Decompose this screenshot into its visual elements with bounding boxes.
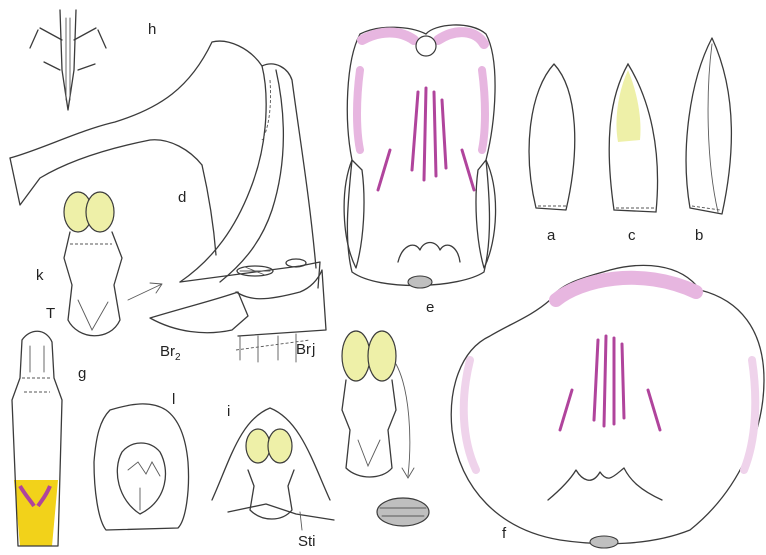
figure-l-column-detail xyxy=(94,404,189,530)
label-d: d xyxy=(178,190,186,205)
label-k: k xyxy=(36,268,44,283)
label-b: b xyxy=(695,228,703,243)
figure-f-lip-flattened xyxy=(451,265,764,548)
label-g: g xyxy=(78,366,86,381)
label-l: l xyxy=(172,392,175,407)
label-br2: Br2 xyxy=(160,344,181,363)
label-T: T xyxy=(46,306,55,321)
label-a: a xyxy=(547,228,555,243)
label-f: f xyxy=(502,526,506,541)
figure-h-flower-front xyxy=(30,10,106,110)
figure-a-sepal xyxy=(529,64,575,210)
figure-b-lateral-sepal xyxy=(686,38,731,214)
label-h: h xyxy=(148,22,156,37)
figure-i-column-stigma xyxy=(212,408,334,530)
label-e: e xyxy=(426,300,434,315)
label-br2-subscript: 2 xyxy=(175,352,181,363)
figure-c-petal xyxy=(609,64,657,212)
label-sti: Sti xyxy=(298,534,316,549)
figure-d-flower-side xyxy=(10,41,326,362)
label-i: i xyxy=(227,404,230,419)
figure-g-column xyxy=(12,331,62,546)
figure-e-lip xyxy=(344,25,495,288)
label-br: Br xyxy=(296,342,311,357)
label-c: c xyxy=(628,228,636,243)
figure-j-column-pollinarium xyxy=(342,331,429,526)
label-br2-main: Br xyxy=(160,343,175,360)
label-j: j xyxy=(312,342,315,357)
figure-k-column xyxy=(64,192,122,336)
